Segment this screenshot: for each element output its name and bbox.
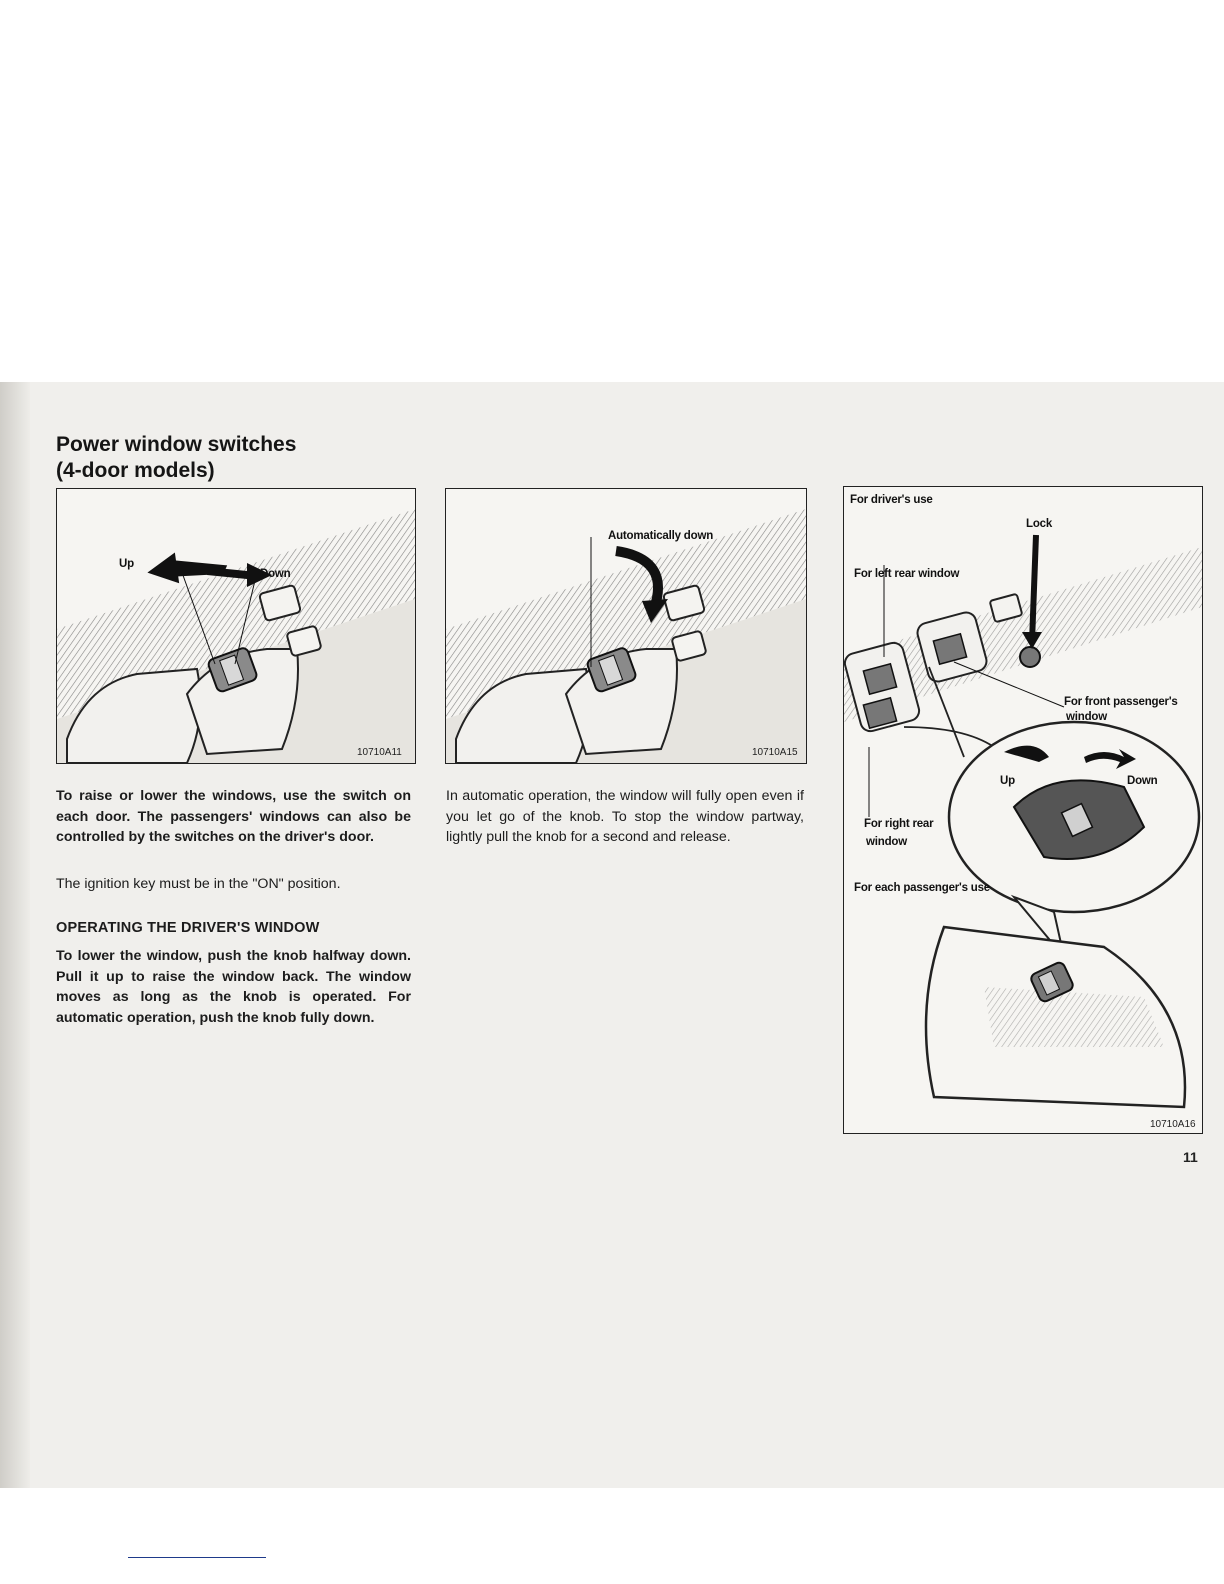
figure1-down-label: Down xyxy=(260,568,291,580)
figure2-auto-down-label: Automatically down xyxy=(608,530,714,542)
figure3-code: 10710A16 xyxy=(1150,1119,1196,1130)
section-heading-drivers-window: OPERATING THE DRIVER'S WINDOW xyxy=(56,920,320,936)
figure3-lock-label: Lock xyxy=(1026,518,1053,530)
figure-automatic-down: Automatically down 10710A15 xyxy=(445,488,807,764)
figure3-left-rear-label: For left rear window xyxy=(854,568,960,580)
figure1-code: 10710A11 xyxy=(357,747,402,758)
ignition-note-paragraph: The ignition key must be in the "ON" pos… xyxy=(56,876,341,892)
figure3-right-rear-label-2: window xyxy=(866,836,907,848)
bottom-rule xyxy=(128,1557,266,1558)
figure3-front-passenger-label-1: For front passenger's xyxy=(1064,696,1178,708)
figure2-code: 10710A15 xyxy=(752,747,798,758)
switch-illustration-3 xyxy=(844,534,1202,1109)
switch-illustration-1 xyxy=(57,509,415,763)
figure3-each-passenger-label: For each passenger's use xyxy=(854,882,990,894)
driver-intro-paragraph: To raise or lower the windows, use the s… xyxy=(56,788,411,845)
automatic-operation-paragraph: In automatic operation, the window will … xyxy=(446,788,804,845)
figure-driver-switch-up-down: Up Down 10710A11 xyxy=(56,488,416,764)
figure3-up-label: Up xyxy=(1000,775,1015,787)
page-title-line-1: Power window switches xyxy=(56,433,297,456)
binding-shadow xyxy=(0,382,30,1488)
switch-illustration-2 xyxy=(446,509,806,763)
figure3-drivers-use-label: For driver's use xyxy=(850,494,933,506)
page-number: 11 xyxy=(1183,1149,1198,1165)
page-title-line-2: (4-door models) xyxy=(56,459,215,482)
figure-passenger-switches: For driver's use Lock For left rear wind… xyxy=(843,486,1203,1134)
page-title: Power window switches (4-door models) xyxy=(56,432,416,484)
figure3-front-passenger-label-2: window xyxy=(1066,711,1107,723)
figure3-down-label: Down xyxy=(1127,775,1158,787)
figure1-up-label: Up xyxy=(119,558,134,570)
drivers-window-paragraph: To lower the window, push the knob halfw… xyxy=(56,948,411,1026)
figure3-right-rear-label-1: For right rear xyxy=(864,818,934,830)
